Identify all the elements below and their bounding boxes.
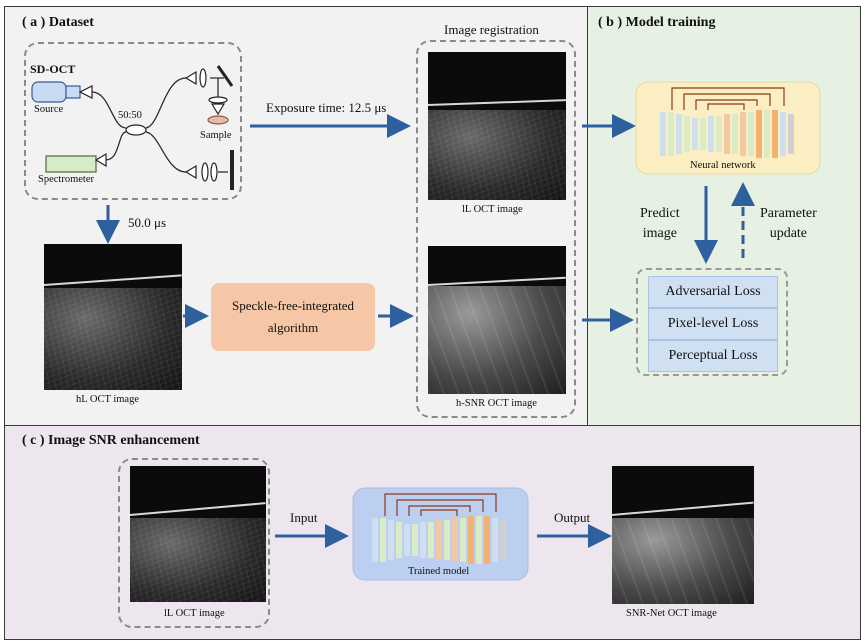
ll-oct-image — [428, 52, 566, 200]
input-ll-oct-image — [130, 466, 266, 602]
sd-oct-setup-frame — [24, 42, 242, 200]
h-snr-oct-caption: h-SNR OCT image — [456, 398, 537, 409]
input-image-frame — [118, 458, 270, 628]
speckle-free-algorithm-box: Speckle-free-integrated algorithm — [211, 283, 375, 351]
perceptual-loss-box: Perceptual Loss — [648, 340, 778, 372]
ll-oct-caption: lL OCT image — [462, 204, 523, 215]
hl-oct-caption: hL OCT image — [76, 394, 139, 405]
panel-c-title: ( c ) Image SNR enhancement — [22, 433, 200, 448]
tm-layers — [372, 516, 506, 564]
loss-group: Adversarial Loss Pixel-level Loss Percep… — [636, 268, 788, 376]
algorithm-label: Speckle-free-integrated algorithm — [232, 298, 354, 335]
sd-oct-schematic — [31, 65, 234, 190]
predict-label: Predict image — [640, 206, 680, 241]
spectrometer-label: Spectrometer — [38, 174, 94, 185]
panel-a-title: ( a ) Dataset — [22, 15, 94, 30]
exposure-label: Exposure time: 12.5 μs — [266, 100, 387, 115]
neural-network-caption: Neural network — [690, 160, 756, 171]
snrnet-oct-caption: SNR-Net OCT image — [626, 608, 717, 619]
trained-model-caption: Trained model — [408, 566, 470, 577]
coupler-label: 50:50 — [118, 110, 142, 121]
sample-label: Sample — [200, 130, 232, 141]
h-snr-oct-image — [428, 246, 566, 394]
neural-network-diagram — [635, 81, 821, 175]
panel-b-title: ( b ) Model training — [598, 15, 716, 30]
trained-model-diagram — [352, 487, 529, 581]
hl-oct-image — [44, 244, 182, 390]
pixel-level-loss-box: Pixel-level Loss — [648, 308, 778, 340]
sd-oct-title: SD-OCT — [30, 62, 76, 76]
input-ll-caption: lL OCT image — [164, 608, 225, 619]
input-label: Input — [290, 510, 318, 525]
update-label: Parameter update — [760, 206, 817, 241]
adversarial-loss-box: Adversarial Loss — [648, 276, 778, 308]
nn-layers — [660, 110, 794, 158]
registration-frame — [416, 40, 576, 418]
output-label: Output — [554, 510, 591, 525]
delay-label: 50.0 μs — [128, 215, 167, 230]
snrnet-oct-image — [612, 466, 754, 604]
loss-group-frame — [636, 268, 788, 376]
registration-title: Image registration — [444, 22, 539, 37]
source-label: Source — [34, 104, 64, 115]
